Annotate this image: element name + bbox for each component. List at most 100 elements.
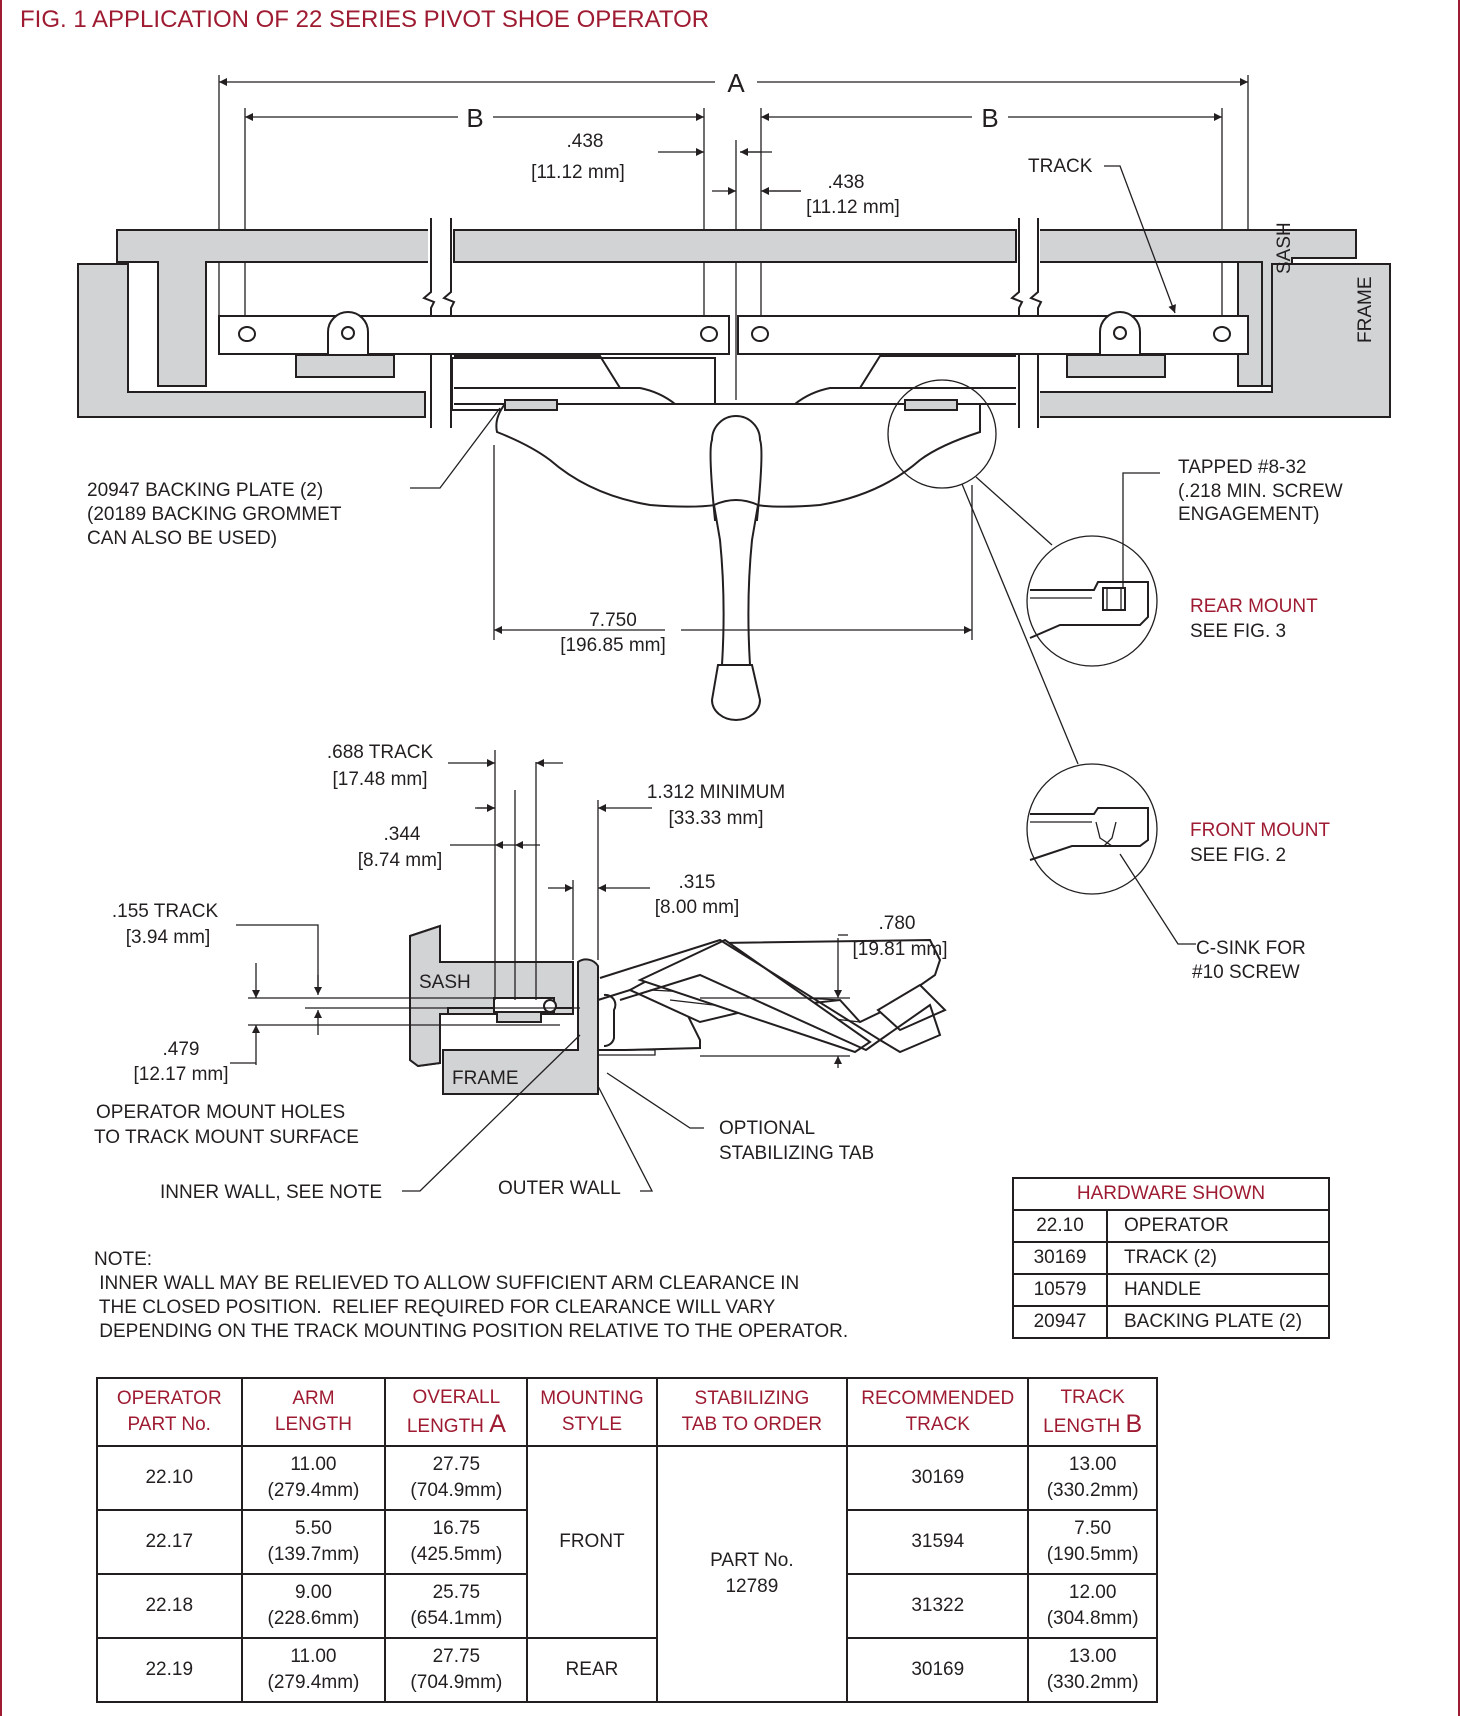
see-fig3-label: SEE FIG. 3 [1190, 621, 1286, 642]
tapped-line1: TAPPED #8-32 [1178, 457, 1306, 478]
side-view: SASH FRAME .688 TRACK [17.48 mm] .344 [94, 742, 948, 1203]
dim-b-left-label: B [466, 103, 483, 133]
dim-7750-mm: [196.85 mm] [560, 635, 666, 656]
dim-438-right-mm: [11.12 mm] [806, 197, 900, 218]
sash-label-side: SASH [419, 972, 471, 993]
track-label: TRACK [1028, 156, 1093, 177]
cell-overall: 25.75(654.1mm) [384, 1573, 529, 1639]
right-border [1458, 0, 1460, 1716]
track-left [218, 315, 730, 355]
inner-wall-label: INNER WALL, SEE NOTE [160, 1182, 382, 1203]
dim-344-mm: [8.74 mm] [358, 850, 442, 871]
table-row: 22.17 5.50(139.7mm) 16.75(425.5mm) 31594… [96, 1509, 1158, 1575]
cell-part: 22.19 [96, 1637, 243, 1703]
outer-wall-label: OUTER WALL [498, 1178, 621, 1199]
dim-1312: 1.312 MINIMUM [647, 782, 785, 803]
cell-track: 30169 [846, 1637, 1030, 1703]
hw-desc: OPERATOR [1106, 1209, 1330, 1243]
mount-holes-line1: OPERATOR MOUNT HOLES [96, 1102, 345, 1123]
cell-track-length: 13.00(330.2mm) [1027, 1637, 1158, 1703]
dim-344: .344 [384, 824, 421, 845]
dim-b-right-label: B [981, 103, 998, 133]
dim-438-left: .438 [567, 131, 604, 152]
optional-tab-line2: STABILIZING TAB [719, 1143, 874, 1164]
table-row: 22.18 9.00(228.6mm) 25.75(654.1mm) 31322… [96, 1573, 1158, 1639]
frame-label-top: FRAME [1355, 277, 1376, 344]
hw-desc: BACKING PLATE (2) [1106, 1305, 1330, 1339]
hw-part: 20947 [1012, 1305, 1108, 1339]
cell-track: 31594 [846, 1509, 1030, 1575]
backing-plate-line3: CAN ALSO BE USED) [87, 528, 277, 549]
cell-track: 31322 [846, 1573, 1030, 1639]
left-border [0, 0, 2, 1716]
hw-desc: HANDLE [1106, 1273, 1330, 1307]
dim-688: .688 TRACK [327, 742, 434, 763]
cell-track-length: 13.00(330.2mm) [1027, 1445, 1158, 1511]
hw-part: 10579 [1012, 1273, 1108, 1307]
dim-1312-mm: [33.33 mm] [668, 808, 763, 829]
cell-arm: 9.00(228.6mm) [240, 1573, 387, 1639]
tapped-line2: (.218 MIN. SCREW [1178, 481, 1343, 502]
sash-label-top: SASH [1274, 222, 1295, 274]
top-view: A B B .438 [11.12 mm] .438 [11.12 mm] [77, 68, 1391, 983]
dim-315-mm: [8.00 mm] [655, 897, 739, 918]
dim-780-mm: [19.81 mm] [852, 939, 947, 960]
cell-mount-rear: REAR [526, 1637, 658, 1703]
cell-track-length: 12.00(304.8mm) [1027, 1573, 1158, 1639]
front-mount-label: FRONT MOUNT [1190, 820, 1330, 841]
backing-plate-line1: 20947 BACKING PLATE (2) [87, 480, 323, 501]
cell-part: 22.17 [96, 1509, 243, 1575]
see-fig2-label: SEE FIG. 2 [1190, 845, 1286, 866]
cell-mount-front: FRONT [526, 1445, 658, 1639]
frame-label-side: FRAME [452, 1068, 519, 1089]
dim-315: .315 [679, 872, 716, 893]
dim-a-label: A [727, 68, 745, 98]
frame-left [77, 263, 426, 418]
dim-438-right: .438 [828, 172, 865, 193]
rear-mount-label: REAR MOUNT [1190, 596, 1318, 617]
mount-holes-line2: TO TRACK MOUNT SURFACE [94, 1127, 359, 1148]
cell-tab-part: PART No.12789 [655, 1445, 849, 1703]
tapped-line3: ENGAGEMENT) [1178, 504, 1319, 525]
dim-438-left-mm: [11.12 mm] [531, 162, 625, 183]
cell-overall: 27.75(704.9mm) [384, 1637, 529, 1703]
dim-7750: 7.750 [589, 610, 637, 631]
optional-tab-line1: OPTIONAL [719, 1118, 815, 1139]
note-line-3: DEPENDING ON THE TRACK MOUNTING POSITION… [94, 1321, 849, 1342]
cell-track: 30169 [846, 1445, 1030, 1511]
table-row: 22.10 11.00(279.4mm) 27.75(704.9mm) FRON… [96, 1445, 1158, 1703]
note-block: NOTE: INNER WALL MAY BE RELIEVED TO ALLO… [94, 1248, 848, 1344]
cell-overall: 16.75(425.5mm) [384, 1509, 529, 1575]
cell-overall: 27.75(704.9mm) [384, 1445, 529, 1511]
backing-plate-line2: (20189 BACKING GROMMET [87, 504, 342, 525]
track-right [737, 315, 1249, 355]
cell-part: 22.18 [96, 1573, 243, 1639]
cell-track-length: 7.50(190.5mm) [1027, 1509, 1158, 1575]
cell-arm: 11.00(279.4mm) [240, 1445, 387, 1511]
hw-desc: TRACK (2) [1106, 1241, 1330, 1275]
dim-479: .479 [163, 1039, 200, 1060]
csink-line1: C-SINK FOR [1196, 938, 1306, 959]
hw-part: 30169 [1012, 1241, 1108, 1275]
dim-688-mm: [17.48 mm] [332, 769, 427, 790]
dim-780: .780 [879, 913, 916, 934]
rear-mount-detail [1026, 535, 1158, 667]
note-heading: NOTE: [94, 1249, 153, 1270]
cell-part: 22.10 [96, 1445, 243, 1511]
hw-part: 22.10 [1012, 1209, 1108, 1243]
note-line-1: INNER WALL MAY BE RELIEVED TO ALLOW SUFF… [94, 1273, 800, 1294]
